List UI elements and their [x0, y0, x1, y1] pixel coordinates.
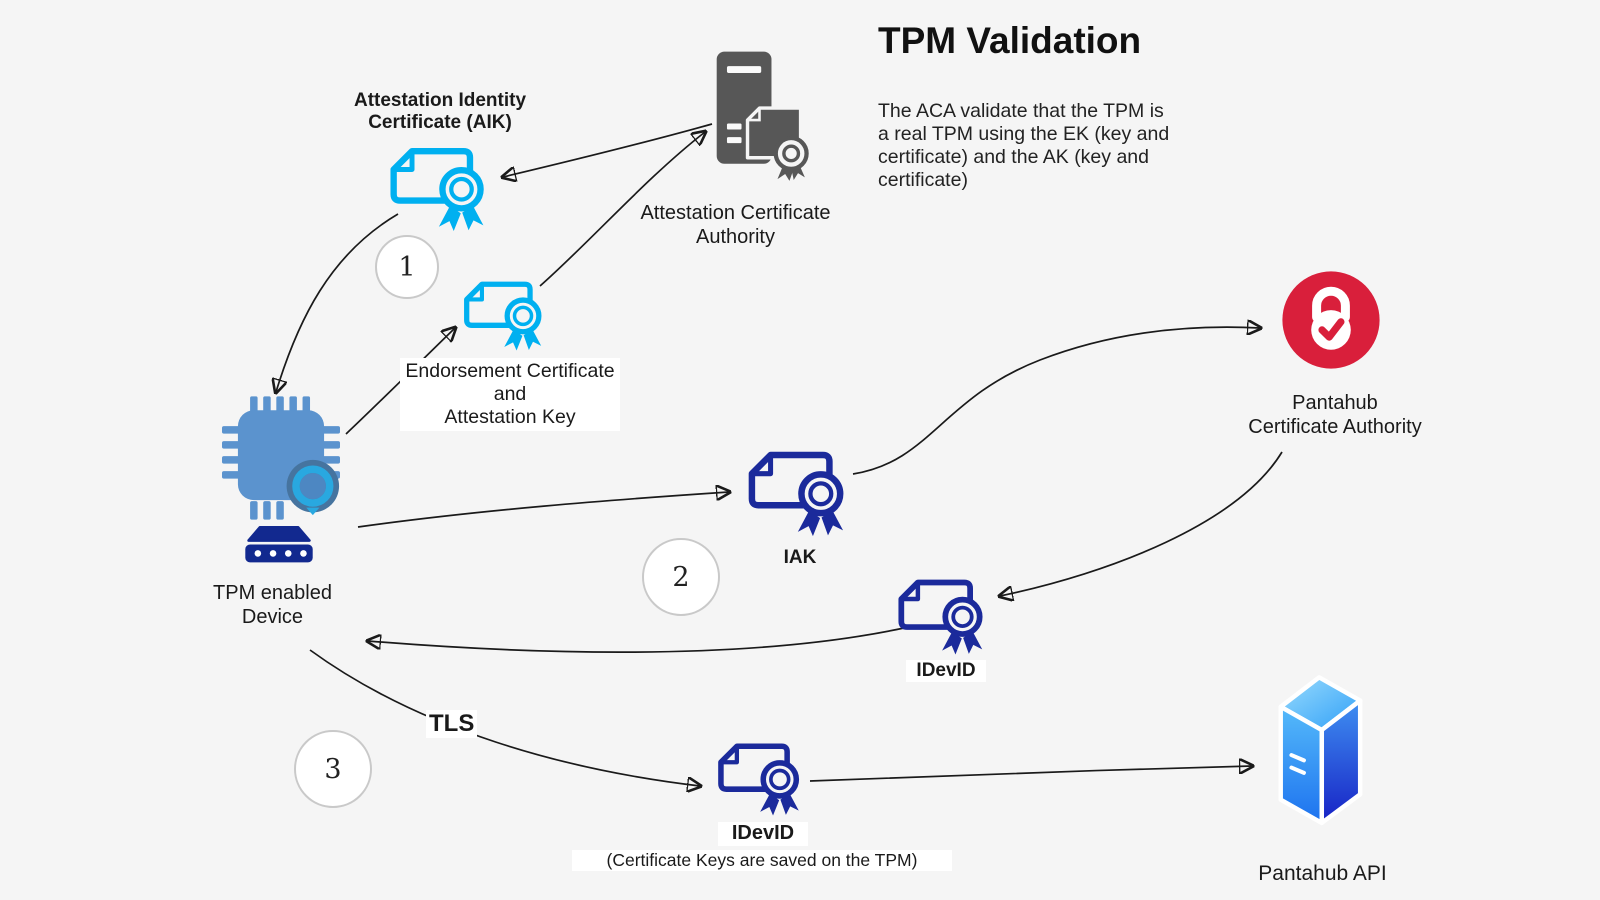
step-2-number: 2	[672, 561, 690, 593]
arrow-device-to-iak	[357, 492, 729, 528]
idevid-certificate-icon	[896, 578, 992, 657]
network-device-icon	[242, 524, 316, 565]
step-3-badge: 3	[294, 730, 372, 808]
tpm-chip-icon	[222, 396, 340, 520]
step-3-number: 3	[324, 753, 342, 785]
endorsement-certificate-icon	[462, 280, 550, 353]
pantahub-api-label: Pantahub API	[1258, 862, 1387, 885]
pantahub-ca-label: Pantahub Certificate Authority	[1248, 392, 1422, 438]
aca-server-certificate-icon	[703, 42, 810, 187]
arrow-aik-to-tpm	[276, 213, 399, 392]
idevid-tls-certificate-icon	[716, 742, 808, 818]
arrow-idevid-to-device	[368, 627, 905, 653]
arrow-iak-to-pantahub-ca	[852, 327, 1260, 475]
idevid-tls-label: IDevID	[718, 822, 808, 846]
iak-label: IAK	[783, 547, 817, 568]
idevid-label: IDevID	[906, 660, 986, 683]
step-1-number: 1	[398, 251, 416, 283]
arrow-idevid-to-api	[809, 766, 1252, 782]
pantahub-ca-lock-icon	[1277, 266, 1385, 374]
pantahub-api-server-icon	[1270, 660, 1370, 834]
step-1-badge: 1	[375, 235, 439, 299]
tls-edge-label: TLS	[426, 710, 478, 739]
aca-label: Attestation Certificate Authority	[640, 202, 831, 248]
endorsement-label: Endorsement Certificate and Attestation …	[400, 358, 620, 431]
idevid-tls-note: (Certificate Keys are saved on the TPM)	[572, 850, 952, 871]
step-2-badge: 2	[642, 538, 720, 616]
arrow-pantahub-ca-to-idevid	[1000, 451, 1283, 596]
aik-certificate-icon	[388, 146, 494, 234]
description: The ACA validate that the TPM is a real …	[878, 100, 1170, 191]
iak-certificate-icon	[746, 450, 854, 539]
aik-label: Attestation Identity Certificate (AIK)	[353, 90, 527, 134]
page-title: TPM Validation	[878, 20, 1142, 61]
tpm-device-label: TPM enabled Device	[213, 582, 332, 628]
